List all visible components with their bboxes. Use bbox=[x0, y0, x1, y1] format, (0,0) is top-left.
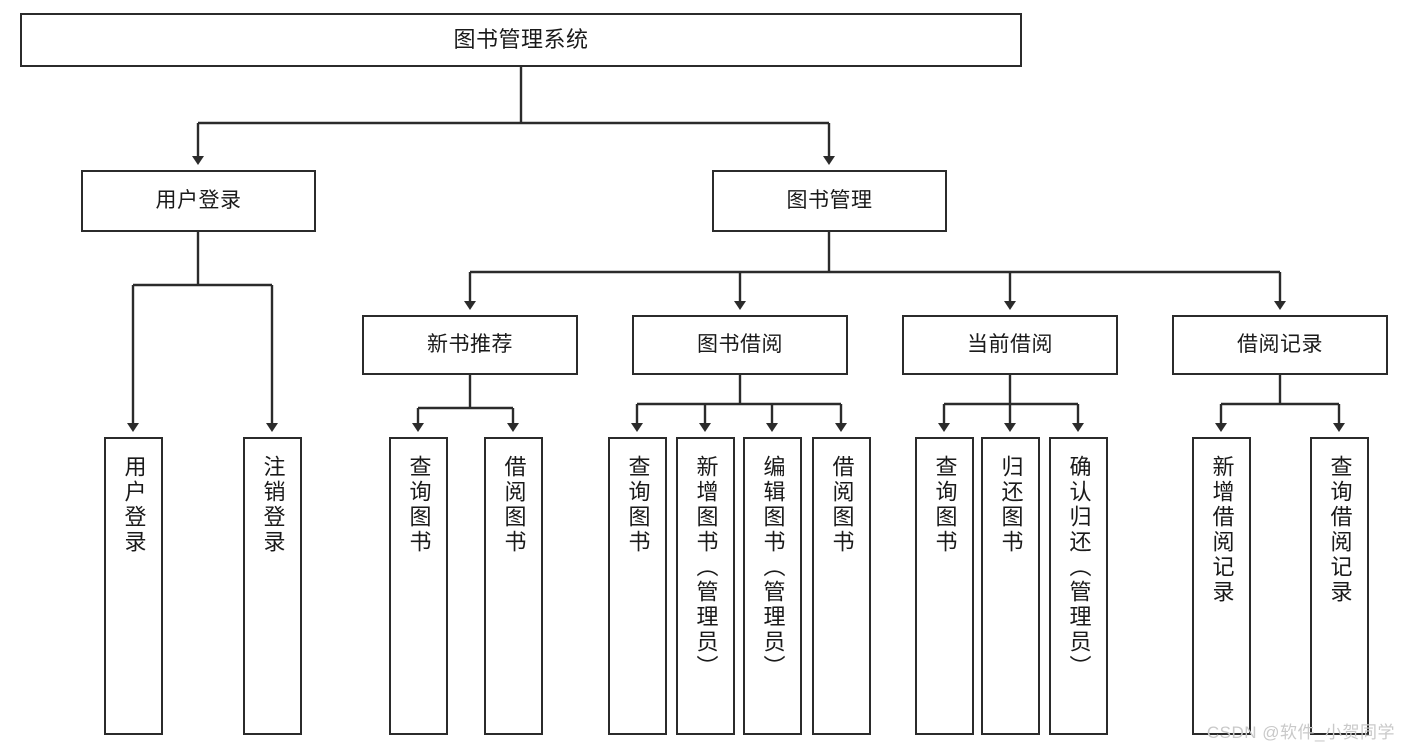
node-leaf-rec-2[interactable]: 查询借阅记录 bbox=[1310, 437, 1369, 735]
node-leaf-new-1[interactable]: 查询图书 bbox=[389, 437, 448, 735]
node-label: 确认归还（管理员） bbox=[1066, 455, 1092, 680]
node-leaf-login-1[interactable]: 用户登录 bbox=[104, 437, 163, 735]
node-label: 归还图书 bbox=[998, 455, 1024, 555]
node-label: 查询图书 bbox=[932, 455, 958, 555]
node-leaf-borrow-1[interactable]: 查询图书 bbox=[608, 437, 667, 735]
node-label: 新增借阅记录 bbox=[1209, 455, 1235, 605]
node-root[interactable]: 图书管理系统 bbox=[20, 13, 1022, 67]
node-label: 借阅记录 bbox=[1237, 333, 1323, 357]
node-label: 查询借阅记录 bbox=[1327, 455, 1353, 605]
watermark-text: CSDN @软件_小贺同学 bbox=[1206, 723, 1395, 742]
node-label: 图书借阅 bbox=[697, 333, 783, 357]
node-login[interactable]: 用户登录 bbox=[81, 170, 316, 232]
node-label: 图书管理 bbox=[786, 189, 873, 213]
node-bookmgmt[interactable]: 图书管理 bbox=[712, 170, 947, 232]
node-label: 用户登录 bbox=[121, 455, 147, 555]
node-label: 借阅图书 bbox=[501, 455, 527, 555]
node-label: 编辑图书（管理员） bbox=[760, 455, 786, 680]
node-leaf-borrow-3[interactable]: 编辑图书（管理员） bbox=[743, 437, 802, 735]
node-leaf-rec-1[interactable]: 新增借阅记录 bbox=[1192, 437, 1251, 735]
node-leaf-cur-2[interactable]: 归还图书 bbox=[981, 437, 1040, 735]
node-label: 用户登录 bbox=[155, 189, 242, 213]
node-current[interactable]: 当前借阅 bbox=[902, 315, 1118, 375]
node-leaf-borrow-2[interactable]: 新增图书（管理员） bbox=[676, 437, 735, 735]
node-label: 新增图书（管理员） bbox=[693, 455, 719, 680]
node-label: 新书推荐 bbox=[427, 333, 513, 357]
node-label: 查询图书 bbox=[406, 455, 432, 555]
node-label: 借阅图书 bbox=[829, 455, 855, 555]
node-leaf-login-2[interactable]: 注销登录 bbox=[243, 437, 302, 735]
node-leaf-cur-3[interactable]: 确认归还（管理员） bbox=[1049, 437, 1108, 735]
node-label: 查询图书 bbox=[625, 455, 651, 555]
node-leaf-new-2[interactable]: 借阅图书 bbox=[484, 437, 543, 735]
node-newbook[interactable]: 新书推荐 bbox=[362, 315, 578, 375]
node-record[interactable]: 借阅记录 bbox=[1172, 315, 1388, 375]
node-label: 注销登录 bbox=[260, 455, 286, 555]
node-leaf-borrow-4[interactable]: 借阅图书 bbox=[812, 437, 871, 735]
node-leaf-cur-1[interactable]: 查询图书 bbox=[915, 437, 974, 735]
node-label: 当前借阅 bbox=[967, 333, 1053, 357]
node-borrow[interactable]: 图书借阅 bbox=[632, 315, 848, 375]
node-label: 图书管理系统 bbox=[453, 26, 589, 52]
